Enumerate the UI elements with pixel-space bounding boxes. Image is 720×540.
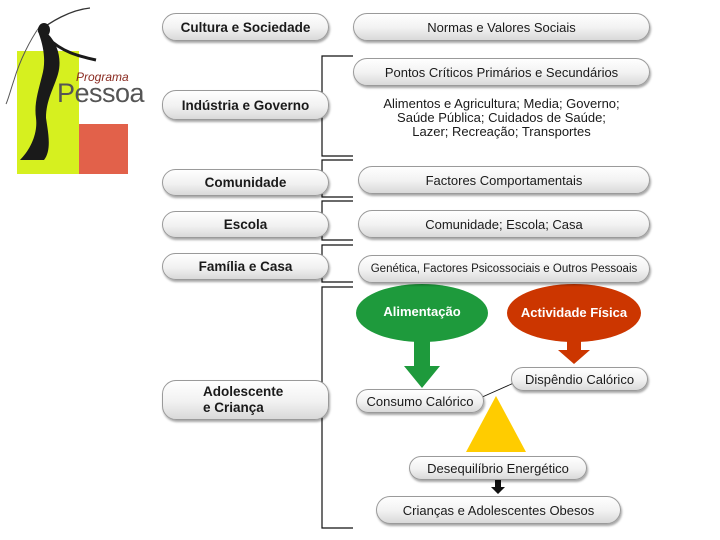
lista-pontos-line-1: Alimentos e Agricultura; Media; Governo; <box>383 96 620 111</box>
logo-programa-text: Programa <box>76 70 129 84</box>
lista-pontos-text: Alimentos e Agricultura; Media; Governo;… <box>353 97 650 139</box>
dispendio-calorico-node: Dispêndio Calórico <box>511 367 648 391</box>
obesos-node: Crianças e Adolescentes Obesos <box>376 496 621 524</box>
comunidade-escola-casa-node: Comunidade; Escola; Casa <box>358 210 650 238</box>
alimentacao-label: Alimentação <box>383 304 461 319</box>
normas-valores-node: Normas e Valores Sociais <box>353 13 650 41</box>
dispendio-connector <box>479 381 517 399</box>
black-arrow <box>491 480 505 494</box>
logo-graphic <box>5 7 128 174</box>
red-arrow <box>558 340 590 364</box>
lista-pontos-line-3: Lazer; Recreação; Transportes <box>412 124 591 139</box>
adolescente-label: Adolescente <box>203 384 284 399</box>
industria-governo-node: Indústria e Governo <box>162 90 329 120</box>
cultura-sociedade-node: Cultura e Sociedade <box>162 13 329 41</box>
genetica-factores-node: Genética, Factores Psicossociais e Outro… <box>358 255 650 283</box>
familia-casa-node: Família e Casa <box>162 253 329 280</box>
factores-comportamentais-node: Factores Comportamentais <box>358 166 650 194</box>
logo-pessoa-text: Pessoa <box>57 78 145 108</box>
desequilibrio-energetico-node: Desequilíbrio Energético <box>409 456 587 480</box>
adolescente-crianca-node: Adolescente e Criança <box>162 380 329 420</box>
comunidade-node: Comunidade <box>162 169 329 196</box>
lista-pontos-line-2: Saúde Pública; Cuidados de Saúde; <box>397 110 606 125</box>
pontos-criticos-node: Pontos Críticos Primários e Secundários <box>353 58 650 86</box>
consumo-calorico-node: Consumo Calórico <box>356 389 484 413</box>
crianca-label: e Criança <box>203 400 264 415</box>
logo: Programa Pessoa <box>0 0 160 180</box>
actividade-fisica-label: Actividade Física <box>520 305 628 320</box>
green-arrow <box>404 340 440 388</box>
escola-node: Escola <box>162 211 329 238</box>
